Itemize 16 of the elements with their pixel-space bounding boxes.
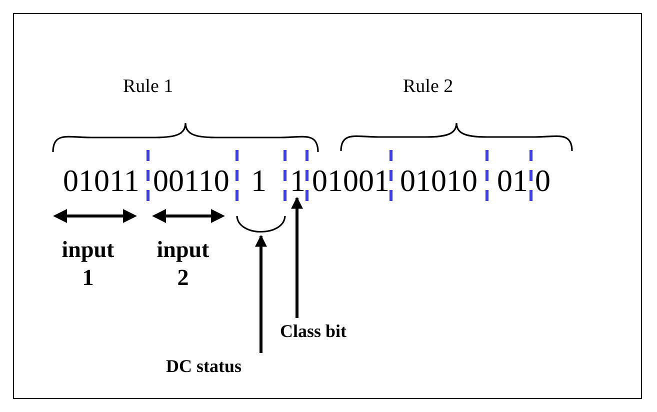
bit-string: 1 bbox=[251, 165, 266, 196]
callout-text: DC status bbox=[166, 357, 242, 375]
arrow bbox=[255, 234, 267, 353]
bit-string: 0 bbox=[535, 165, 550, 196]
input-label: input 2 bbox=[156, 236, 210, 292]
arrow bbox=[291, 196, 303, 318]
rule-label: Rule 2 bbox=[403, 77, 454, 96]
bit-string: 00110 bbox=[153, 165, 230, 196]
input-label: input 1 bbox=[60, 236, 116, 292]
bit-string: 01011 bbox=[63, 165, 140, 196]
bit-string: 1 bbox=[290, 165, 306, 196]
bit-string: 01 bbox=[497, 165, 528, 196]
rule-label: Rule 1 bbox=[123, 77, 174, 96]
bit-string: 01001 bbox=[312, 165, 390, 196]
bit-string: 01010 bbox=[400, 165, 478, 196]
callout-text: Class bit bbox=[280, 322, 347, 340]
